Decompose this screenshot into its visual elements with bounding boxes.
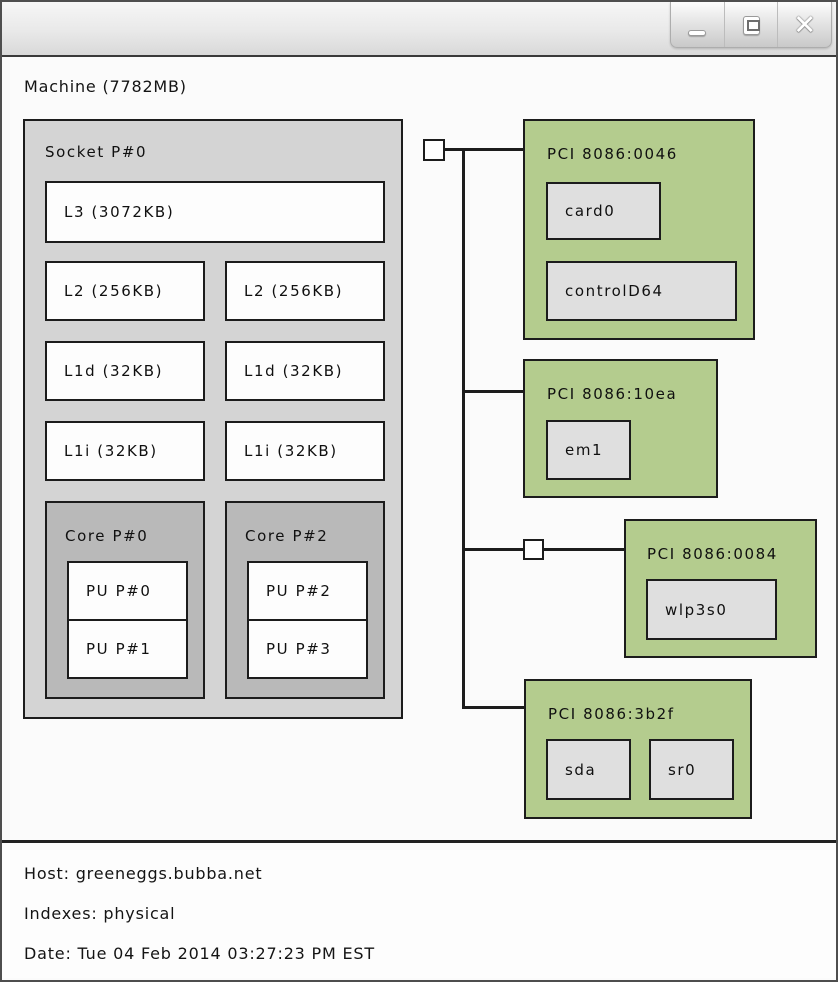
maximize-button[interactable] [723,2,778,47]
os-device-box: sr0 [649,739,734,800]
host-label: Host: greeneggs.bubba.net [24,864,263,883]
connector-line [543,548,624,551]
connector-trunk-line [462,150,465,709]
os-device-box: em1 [546,420,631,480]
minimize-icon [688,29,707,36]
pci-bridge-square [523,539,544,560]
core-label: Core P#2 [245,527,329,545]
connector-line [464,390,523,393]
core-box: Core P#2 PU P#2 PU P#3 [225,501,385,699]
topology-diagram: Machine (7782MB) Socket P#0 L3 (3072KB) … [2,57,836,840]
machine-label: Machine (7782MB) [24,77,187,96]
close-button[interactable]: ✕ [777,2,831,47]
pu-box: PU P#1 [67,619,188,679]
l2-cache-box: L2 (256KB) [45,261,205,321]
pci-label: PCI 8086:0084 [647,545,778,563]
date-label: Date: Tue 04 Feb 2014 03:27:23 PM EST [24,944,375,963]
pci-label: PCI 8086:3b2f [548,705,675,723]
window-controls: ✕ [670,2,832,48]
pu-box: PU P#3 [247,619,368,679]
core-label: Core P#0 [65,527,149,545]
socket-box: Socket P#0 L3 (3072KB) L2 (256KB) L2 (25… [23,119,403,719]
close-icon: ✕ [793,10,816,41]
os-device-box: sda [546,739,631,800]
connector-line [444,148,523,151]
l1i-cache-box: L1i (32KB) [45,421,205,481]
pci-box: PCI 8086:0046 card0 controlD64 [523,119,755,340]
pu-stack: PU P#2 PU P#3 [247,561,368,679]
core-box: Core P#0 PU P#0 PU P#1 [45,501,205,699]
pu-box: PU P#0 [67,561,188,621]
pci-label: PCI 8086:0046 [547,145,678,163]
title-bar[interactable]: ✕ [2,2,836,57]
pci-label: PCI 8086:10ea [547,385,678,403]
pu-stack: PU P#0 PU P#1 [67,561,188,679]
pu-box: PU P#2 [247,561,368,621]
l1d-cache-box: L1d (32KB) [45,341,205,401]
connector-line [464,706,524,709]
pci-bridge-square [423,139,445,161]
connector-line [464,548,524,551]
pci-box: PCI 8086:10ea em1 [523,359,718,498]
os-device-box: card0 [546,182,661,240]
legend: Host: greeneggs.bubba.net Indexes: physi… [2,840,836,978]
l2-cache-box: L2 (256KB) [225,261,385,321]
l1i-cache-box: L1i (32KB) [225,421,385,481]
os-device-box: wlp3s0 [646,579,777,640]
socket-label: Socket P#0 [45,143,148,161]
indexes-label: Indexes: physical [24,904,176,923]
l3-cache-box: L3 (3072KB) [45,181,385,243]
minimize-button[interactable] [671,2,724,47]
pci-box: PCI 8086:3b2f sda sr0 [524,679,752,819]
maximize-icon [742,16,760,35]
l1d-cache-box: L1d (32KB) [225,341,385,401]
os-device-box: controlD64 [546,261,737,321]
pci-box: PCI 8086:0084 wlp3s0 [624,519,817,658]
